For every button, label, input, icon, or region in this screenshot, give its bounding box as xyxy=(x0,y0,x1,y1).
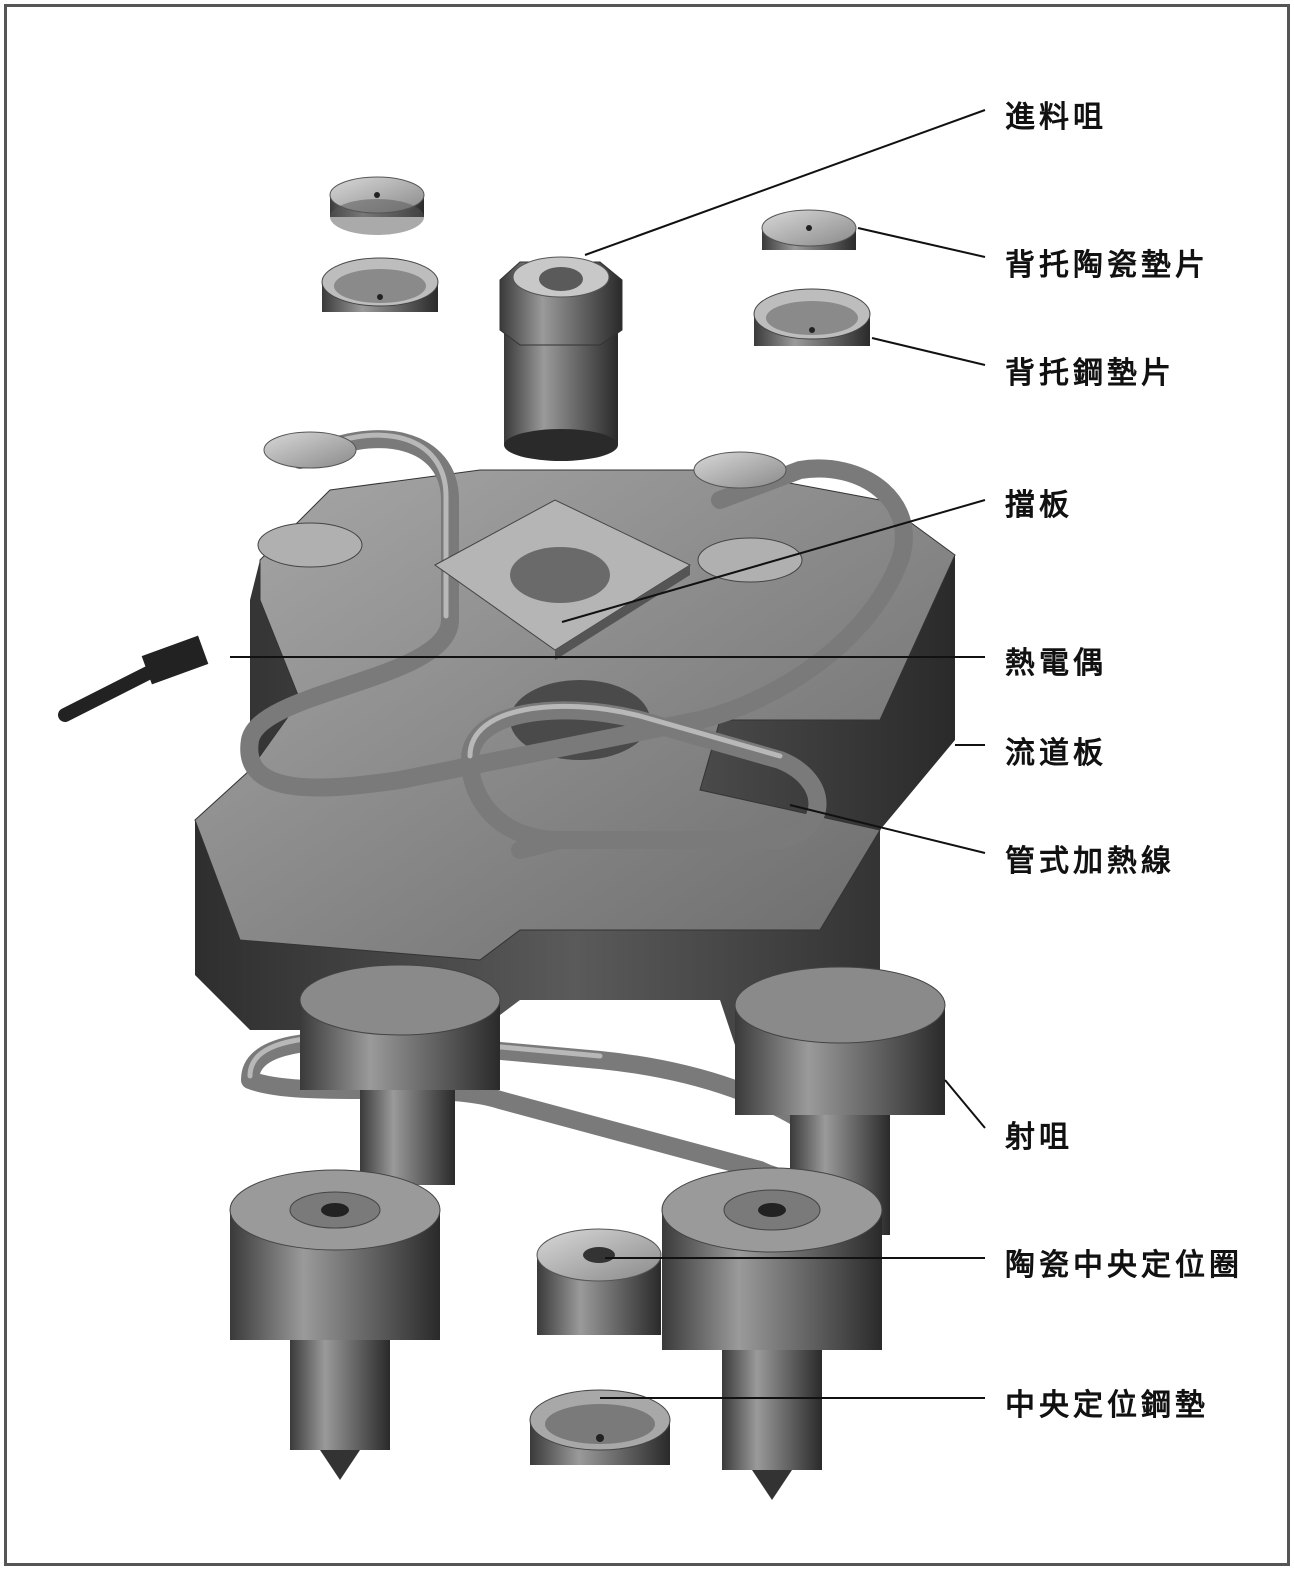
leader-lines xyxy=(230,109,986,1399)
leader-back-ceramic-pad xyxy=(857,227,986,258)
pad-top-right-steel xyxy=(753,288,871,346)
label-baffle-plate: 擋板 xyxy=(1005,488,1073,523)
label-nozzle: 射咀 xyxy=(1005,1120,1073,1155)
ceramic-center-ring-part xyxy=(536,1228,662,1335)
leader-nozzle xyxy=(944,1079,986,1129)
label-center-steel-pad: 中央定位鋼墊 xyxy=(1005,1388,1209,1423)
label-ceramic-center-ring: 陶瓷中央定位圈 xyxy=(1005,1248,1243,1283)
pad-top-right-ceramic xyxy=(761,209,857,250)
label-thermocouple: 熱電偶 xyxy=(1005,646,1107,681)
baffle-plate-part xyxy=(434,499,692,660)
label-back-ceramic-pad: 背托陶瓷墊片 xyxy=(1005,248,1209,283)
label-back-steel-pad: 背托鋼墊片 xyxy=(1005,356,1175,391)
pad-top-left-steel xyxy=(321,257,439,312)
manifold-pads xyxy=(257,431,803,583)
pad-top-left-ceramic xyxy=(329,176,425,235)
label-manifold-plate: 流道板 xyxy=(1005,736,1107,771)
leader-tubular-heater xyxy=(789,804,986,854)
nozzle-upper-left xyxy=(299,964,501,1185)
label-sprue-bushing: 進料咀 xyxy=(1005,100,1107,135)
center-steel-pad-part xyxy=(529,1389,671,1465)
label-tubular-heater: 管式加熱線 xyxy=(1005,844,1175,879)
nozzle-lower-right xyxy=(661,1167,883,1500)
nozzle-lower-left xyxy=(229,1169,441,1480)
thermocouple-part xyxy=(58,635,209,722)
leader-baffle-plate xyxy=(561,499,986,623)
sprue-bushing-part xyxy=(499,256,623,461)
leader-sprue-bushing xyxy=(584,109,986,256)
leader-back-steel-pad xyxy=(871,337,986,366)
